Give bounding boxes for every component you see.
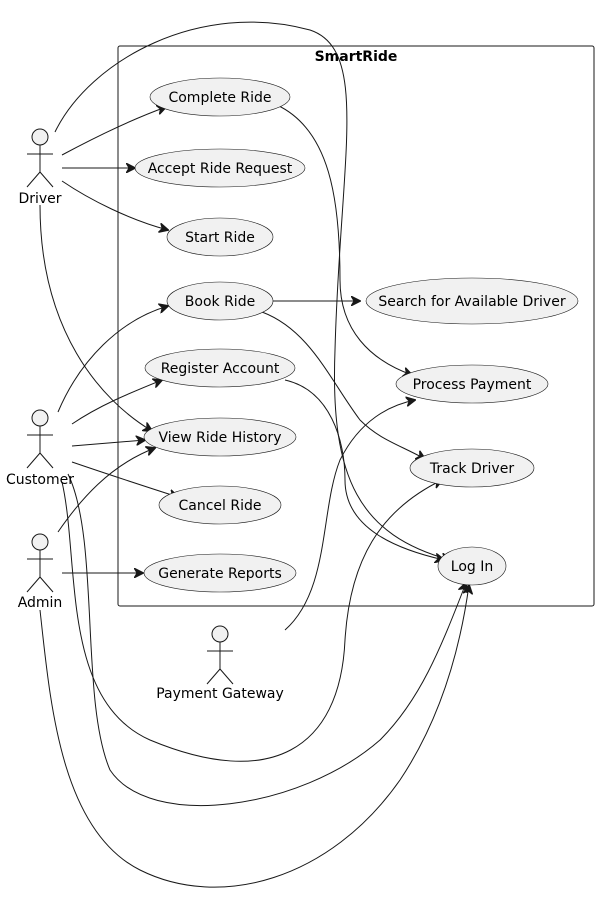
edge-admin-view-ride-history bbox=[57, 448, 155, 533]
use-case-label: Complete Ride bbox=[168, 90, 271, 106]
system-boundary bbox=[117, 45, 595, 607]
edge-customer-book-ride bbox=[57, 306, 168, 413]
use-case-start-ride: Start Ride bbox=[166, 217, 274, 257]
actor-label: Driver bbox=[18, 191, 61, 207]
use-case-process-payment: Process Payment bbox=[395, 364, 549, 404]
actor-admin: Admin bbox=[18, 533, 63, 611]
edges bbox=[39, 21, 469, 888]
use-case-track-driver: Track Driver bbox=[409, 448, 535, 488]
use-case-generate-reports: Generate Reports bbox=[143, 553, 297, 593]
actor-label: Customer bbox=[6, 472, 74, 488]
edge-complete-ride-process-payment bbox=[276, 104, 412, 375]
use-case-label: Track Driver bbox=[429, 461, 514, 477]
use-case-label: Search for Available Driver bbox=[378, 294, 565, 310]
use-case-label: Accept Ride Request bbox=[148, 161, 293, 177]
use-case-book-ride: Book Ride bbox=[166, 281, 274, 321]
use-case-label: Book Ride bbox=[185, 294, 255, 310]
actor-label: Payment Gateway bbox=[156, 686, 284, 702]
edge-customer-view-ride-history bbox=[71, 440, 145, 447]
edge-customer-log-in bbox=[67, 473, 466, 806]
actor-customer: Customer bbox=[6, 409, 74, 488]
system-title: SmartRide bbox=[315, 49, 398, 65]
use-case-label: Process Payment bbox=[413, 377, 532, 393]
edge-driver-complete-ride bbox=[61, 107, 166, 156]
use-case-log-in: Log In bbox=[437, 546, 507, 586]
edge-driver-view-ride-history bbox=[39, 204, 152, 431]
use-case-accept-ride-request: Accept Ride Request bbox=[134, 148, 306, 188]
actor-payment-gateway: Payment Gateway bbox=[156, 625, 284, 702]
use-case-label: Register Account bbox=[161, 361, 280, 377]
edge-customer-cancel-ride bbox=[71, 461, 178, 497]
use-case-search-for-available-driver: Search for Available Driver bbox=[365, 277, 579, 325]
actor-label: Admin bbox=[18, 595, 63, 611]
use-case-complete-ride: Complete Ride bbox=[149, 77, 291, 117]
edge-register-account-log-in bbox=[284, 379, 444, 560]
edge-customer-track-driver bbox=[61, 480, 442, 762]
use-case-label: Log In bbox=[451, 559, 493, 575]
edge-admin-log-in bbox=[39, 585, 469, 888]
use-case-label: Generate Reports bbox=[158, 566, 282, 582]
use-case-label: Cancel Ride bbox=[179, 498, 262, 514]
use-case-label: Start Ride bbox=[185, 230, 255, 246]
edge-driver-log-in bbox=[54, 21, 450, 560]
edge-payment-gateway-process-payment bbox=[284, 400, 415, 631]
use-case-view-ride-history: View Ride History bbox=[143, 417, 297, 457]
edge-driver-start-ride bbox=[61, 180, 168, 230]
use-case-label: View Ride History bbox=[158, 430, 281, 446]
edge-book-ride-track-driver bbox=[261, 311, 425, 459]
edge-customer-register-account bbox=[71, 380, 162, 425]
use-case-cancel-ride: Cancel Ride bbox=[158, 485, 282, 525]
use-case-register-account: Register Account bbox=[144, 348, 296, 388]
actor-driver: Driver bbox=[18, 128, 62, 207]
